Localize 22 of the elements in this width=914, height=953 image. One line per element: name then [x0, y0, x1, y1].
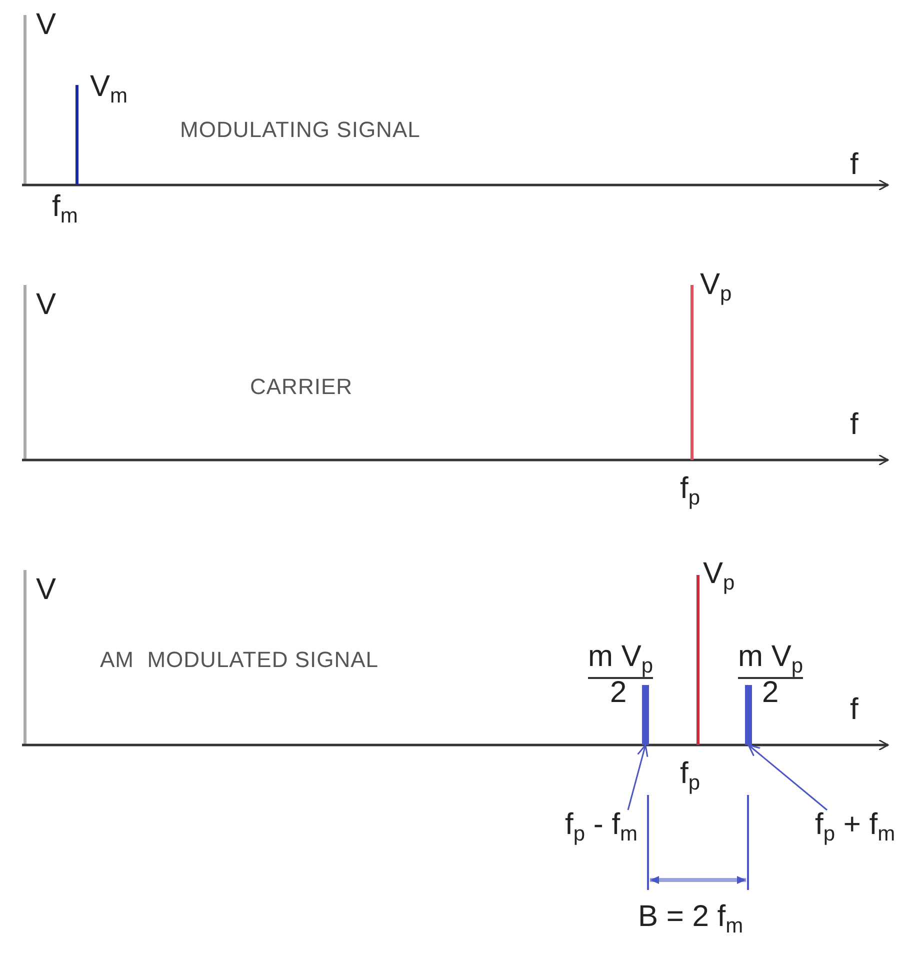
fraction-numerator: m V$_{p}$ — [738, 640, 804, 680]
axis-label: V — [36, 573, 56, 606]
frequency-label: f$_{p}$ — [680, 472, 700, 510]
leader-line — [748, 744, 828, 811]
axis-label: V — [36, 8, 56, 41]
frequency-label: f$_{p}$ - f$_{m}$ — [565, 808, 638, 846]
axis-label: f — [850, 148, 858, 181]
frequency-label: f$_{p}$ + f$_{m}$ — [815, 808, 896, 846]
axis-label: V — [36, 288, 56, 321]
signal-title: CARRIER — [250, 375, 353, 400]
peak-label: V$_{m}$ — [90, 70, 128, 108]
peak-label: V$_{p}$ — [703, 557, 735, 594]
fraction-numerator: m V$_{p}$ — [588, 640, 654, 680]
peak-label: V$_{p}$ — [700, 268, 732, 306]
bandwidth-label: B = 2 f$_{m}$ — [638, 900, 744, 938]
signal-title: AM MODULATED SIGNAL — [100, 648, 379, 672]
leader-line — [627, 744, 648, 810]
frequency-label: f$_{p}$ — [680, 757, 700, 794]
axis-label: f — [850, 693, 858, 726]
signal-title: MODULATING SIGNAL — [180, 118, 420, 142]
frequency-label: f$_{m}$ — [52, 190, 78, 228]
axis-label: f — [850, 408, 858, 441]
